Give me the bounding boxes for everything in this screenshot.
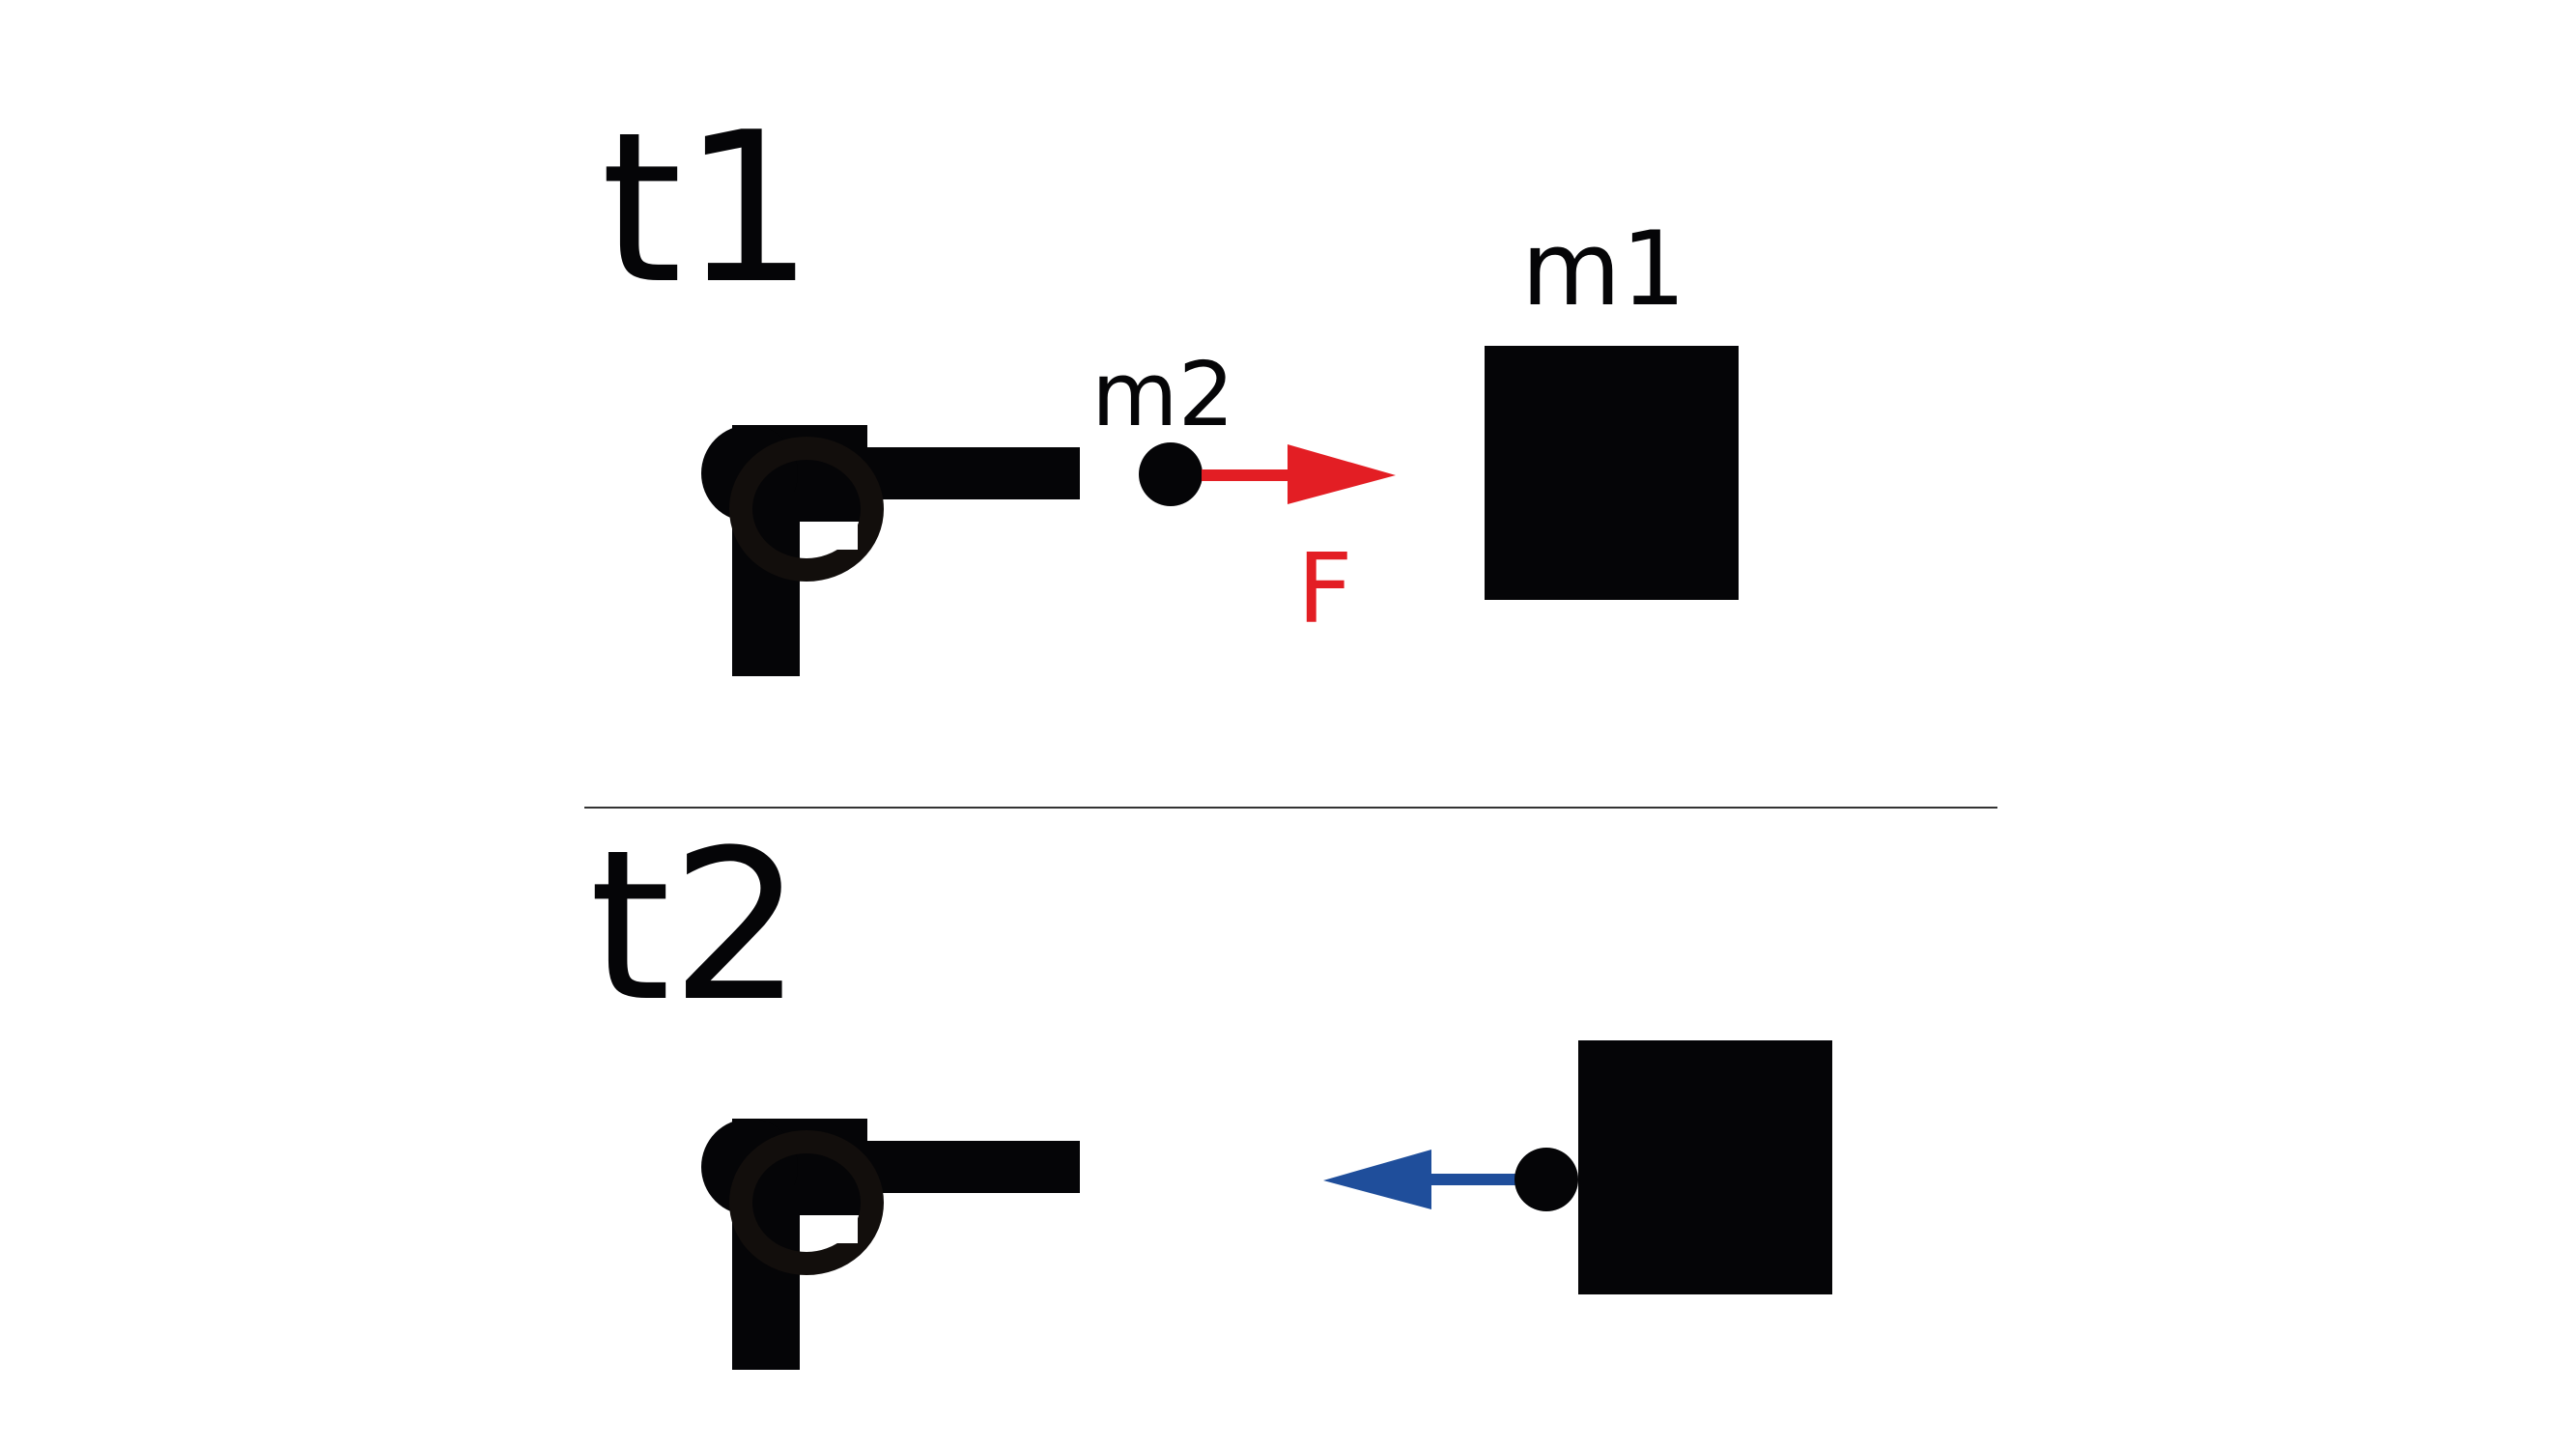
block-mass-label: m1 bbox=[1521, 210, 1686, 328]
bullet-mass-label: m2 bbox=[1091, 343, 1234, 446]
block-icon bbox=[1578, 1040, 1832, 1294]
rebound-arrow bbox=[1323, 1150, 1516, 1209]
gun-icon bbox=[701, 1119, 1080, 1370]
force-label: F bbox=[1297, 532, 1353, 645]
time-label-t1: t1 bbox=[601, 87, 814, 329]
bullet-icon bbox=[1514, 1148, 1578, 1211]
bullet-icon bbox=[1139, 442, 1203, 506]
force-arrow bbox=[1202, 444, 1396, 504]
time-label-t2: t2 bbox=[589, 805, 803, 1047]
panel-t2: t2 bbox=[589, 805, 1832, 1370]
panel-t1: t1 m2 F m1 bbox=[601, 87, 1739, 676]
gun-icon bbox=[701, 425, 1080, 676]
block-icon bbox=[1485, 346, 1739, 600]
